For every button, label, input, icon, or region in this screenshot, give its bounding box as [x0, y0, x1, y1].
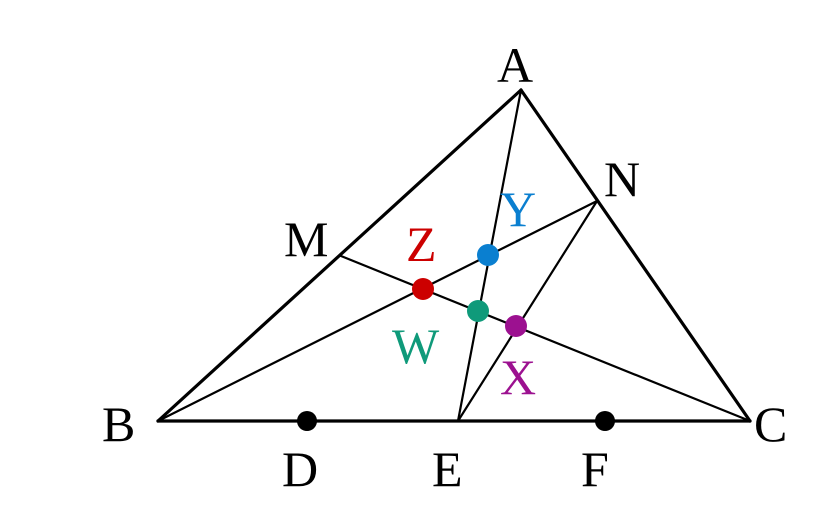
point-f-dot — [595, 411, 615, 431]
label-x: X — [500, 349, 536, 405]
point-w-dot — [467, 300, 489, 322]
label-m: M — [284, 211, 328, 267]
label-n: N — [604, 151, 640, 207]
label-f: F — [581, 441, 609, 497]
label-w: W — [392, 318, 440, 374]
label-z: Z — [406, 216, 437, 272]
point-d-dot — [297, 411, 317, 431]
point-z-dot — [412, 278, 434, 300]
label-a: A — [497, 37, 533, 93]
side-ac — [519, 88, 752, 423]
side-ab — [156, 88, 523, 423]
point-y-dot — [477, 244, 499, 266]
segment-en — [456, 199, 599, 423]
label-e: E — [432, 441, 463, 497]
label-c: C — [754, 396, 787, 452]
label-y: Y — [500, 181, 536, 237]
label-d: D — [282, 441, 318, 497]
point-x-dot — [505, 315, 527, 337]
label-b: B — [102, 396, 135, 452]
segment-cm — [339, 254, 752, 423]
segment-bn — [156, 199, 599, 423]
